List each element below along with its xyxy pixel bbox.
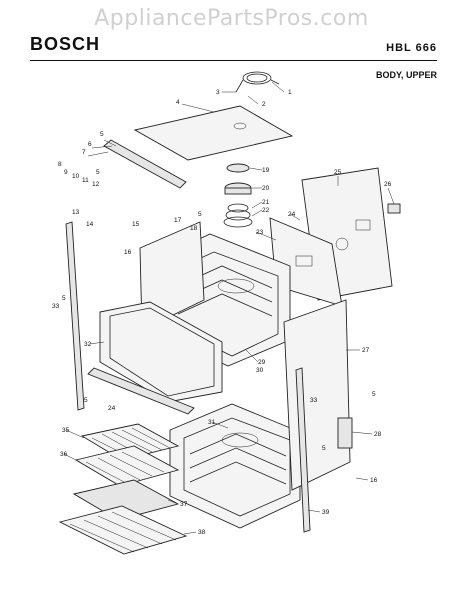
- callout-24: 24: [288, 211, 296, 218]
- callout-14: 14: [86, 221, 94, 228]
- callout-36: 36: [60, 451, 68, 458]
- callout-27: 27: [362, 347, 370, 354]
- wire-rack: [58, 505, 188, 555]
- brand-logo: BOSCH: [30, 34, 101, 54]
- callout-5g: 5: [372, 391, 376, 398]
- callout-1: 1: [288, 89, 292, 96]
- callout-9: 9: [64, 169, 68, 176]
- side-bracket: [337, 417, 353, 449]
- lower-oven-cavity: [169, 403, 301, 529]
- callout-30: 30: [256, 367, 264, 374]
- callout-24b: 24: [108, 405, 116, 412]
- front-frame: [99, 301, 223, 403]
- callout-3: 3: [216, 89, 220, 96]
- callout-33b: 33: [310, 397, 318, 404]
- callout-5d: 5: [62, 295, 66, 302]
- callout-26: 26: [384, 181, 392, 188]
- callout-39: 39: [322, 509, 330, 516]
- callout-37: 37: [180, 501, 188, 508]
- callout-17: 17: [174, 217, 182, 224]
- callout-2: 2: [262, 101, 266, 108]
- header-rule: [30, 60, 437, 61]
- callout-20: 20: [262, 185, 270, 192]
- right-side-panel: [283, 299, 351, 491]
- callout-35: 35: [62, 427, 70, 434]
- left-side-panel: [139, 221, 205, 331]
- bracket: [387, 203, 401, 214]
- fan-assembly: [223, 163, 253, 228]
- callout-16: 16: [124, 249, 132, 256]
- right-vertical-trim: [295, 367, 311, 533]
- bottom-trim-strip: [87, 367, 195, 415]
- callout-15: 15: [132, 221, 140, 228]
- callout-32: 32: [84, 341, 92, 348]
- callout-7: 7: [82, 149, 86, 156]
- callout-23: 23: [256, 229, 264, 236]
- oven-rack-middle: [74, 445, 180, 487]
- heating-coil: [235, 71, 280, 93]
- front-trim-strip: [103, 139, 187, 189]
- callout-22: 22: [262, 207, 270, 214]
- callout-5e: 5: [84, 397, 88, 404]
- watermark: AppliancePartsPros.com: [94, 6, 369, 31]
- callout-5f: 5: [322, 445, 326, 452]
- callout-31: 31: [208, 419, 216, 426]
- callout-5b: 5: [96, 169, 100, 176]
- callout-21: 21: [262, 199, 270, 206]
- callout-5c: 5: [198, 211, 202, 218]
- left-vertical-trim: [65, 221, 85, 411]
- section-title: BODY, UPPER: [375, 70, 437, 80]
- callout-4: 4: [176, 99, 180, 106]
- callout-6: 6: [88, 141, 92, 148]
- callout-33: 33: [52, 303, 60, 310]
- callout-10: 10: [72, 173, 80, 180]
- callout-13: 13: [72, 209, 80, 216]
- callout-11: 11: [82, 177, 89, 184]
- callout-29: 29: [258, 359, 266, 366]
- callout-12: 12: [92, 181, 100, 188]
- callout-19: 19: [262, 167, 270, 174]
- model-number: HBL 666: [386, 42, 437, 54]
- leader-lines: [63, 81, 395, 535]
- callout-25: 25: [334, 169, 342, 176]
- top-panel: [133, 105, 294, 161]
- callout-18: 18: [190, 225, 198, 232]
- callout-16b: 16: [370, 477, 378, 484]
- callout-28: 28: [374, 431, 382, 438]
- callout-38: 38: [198, 529, 206, 536]
- callout-8: 8: [58, 161, 62, 168]
- callout-5: 5: [100, 131, 104, 138]
